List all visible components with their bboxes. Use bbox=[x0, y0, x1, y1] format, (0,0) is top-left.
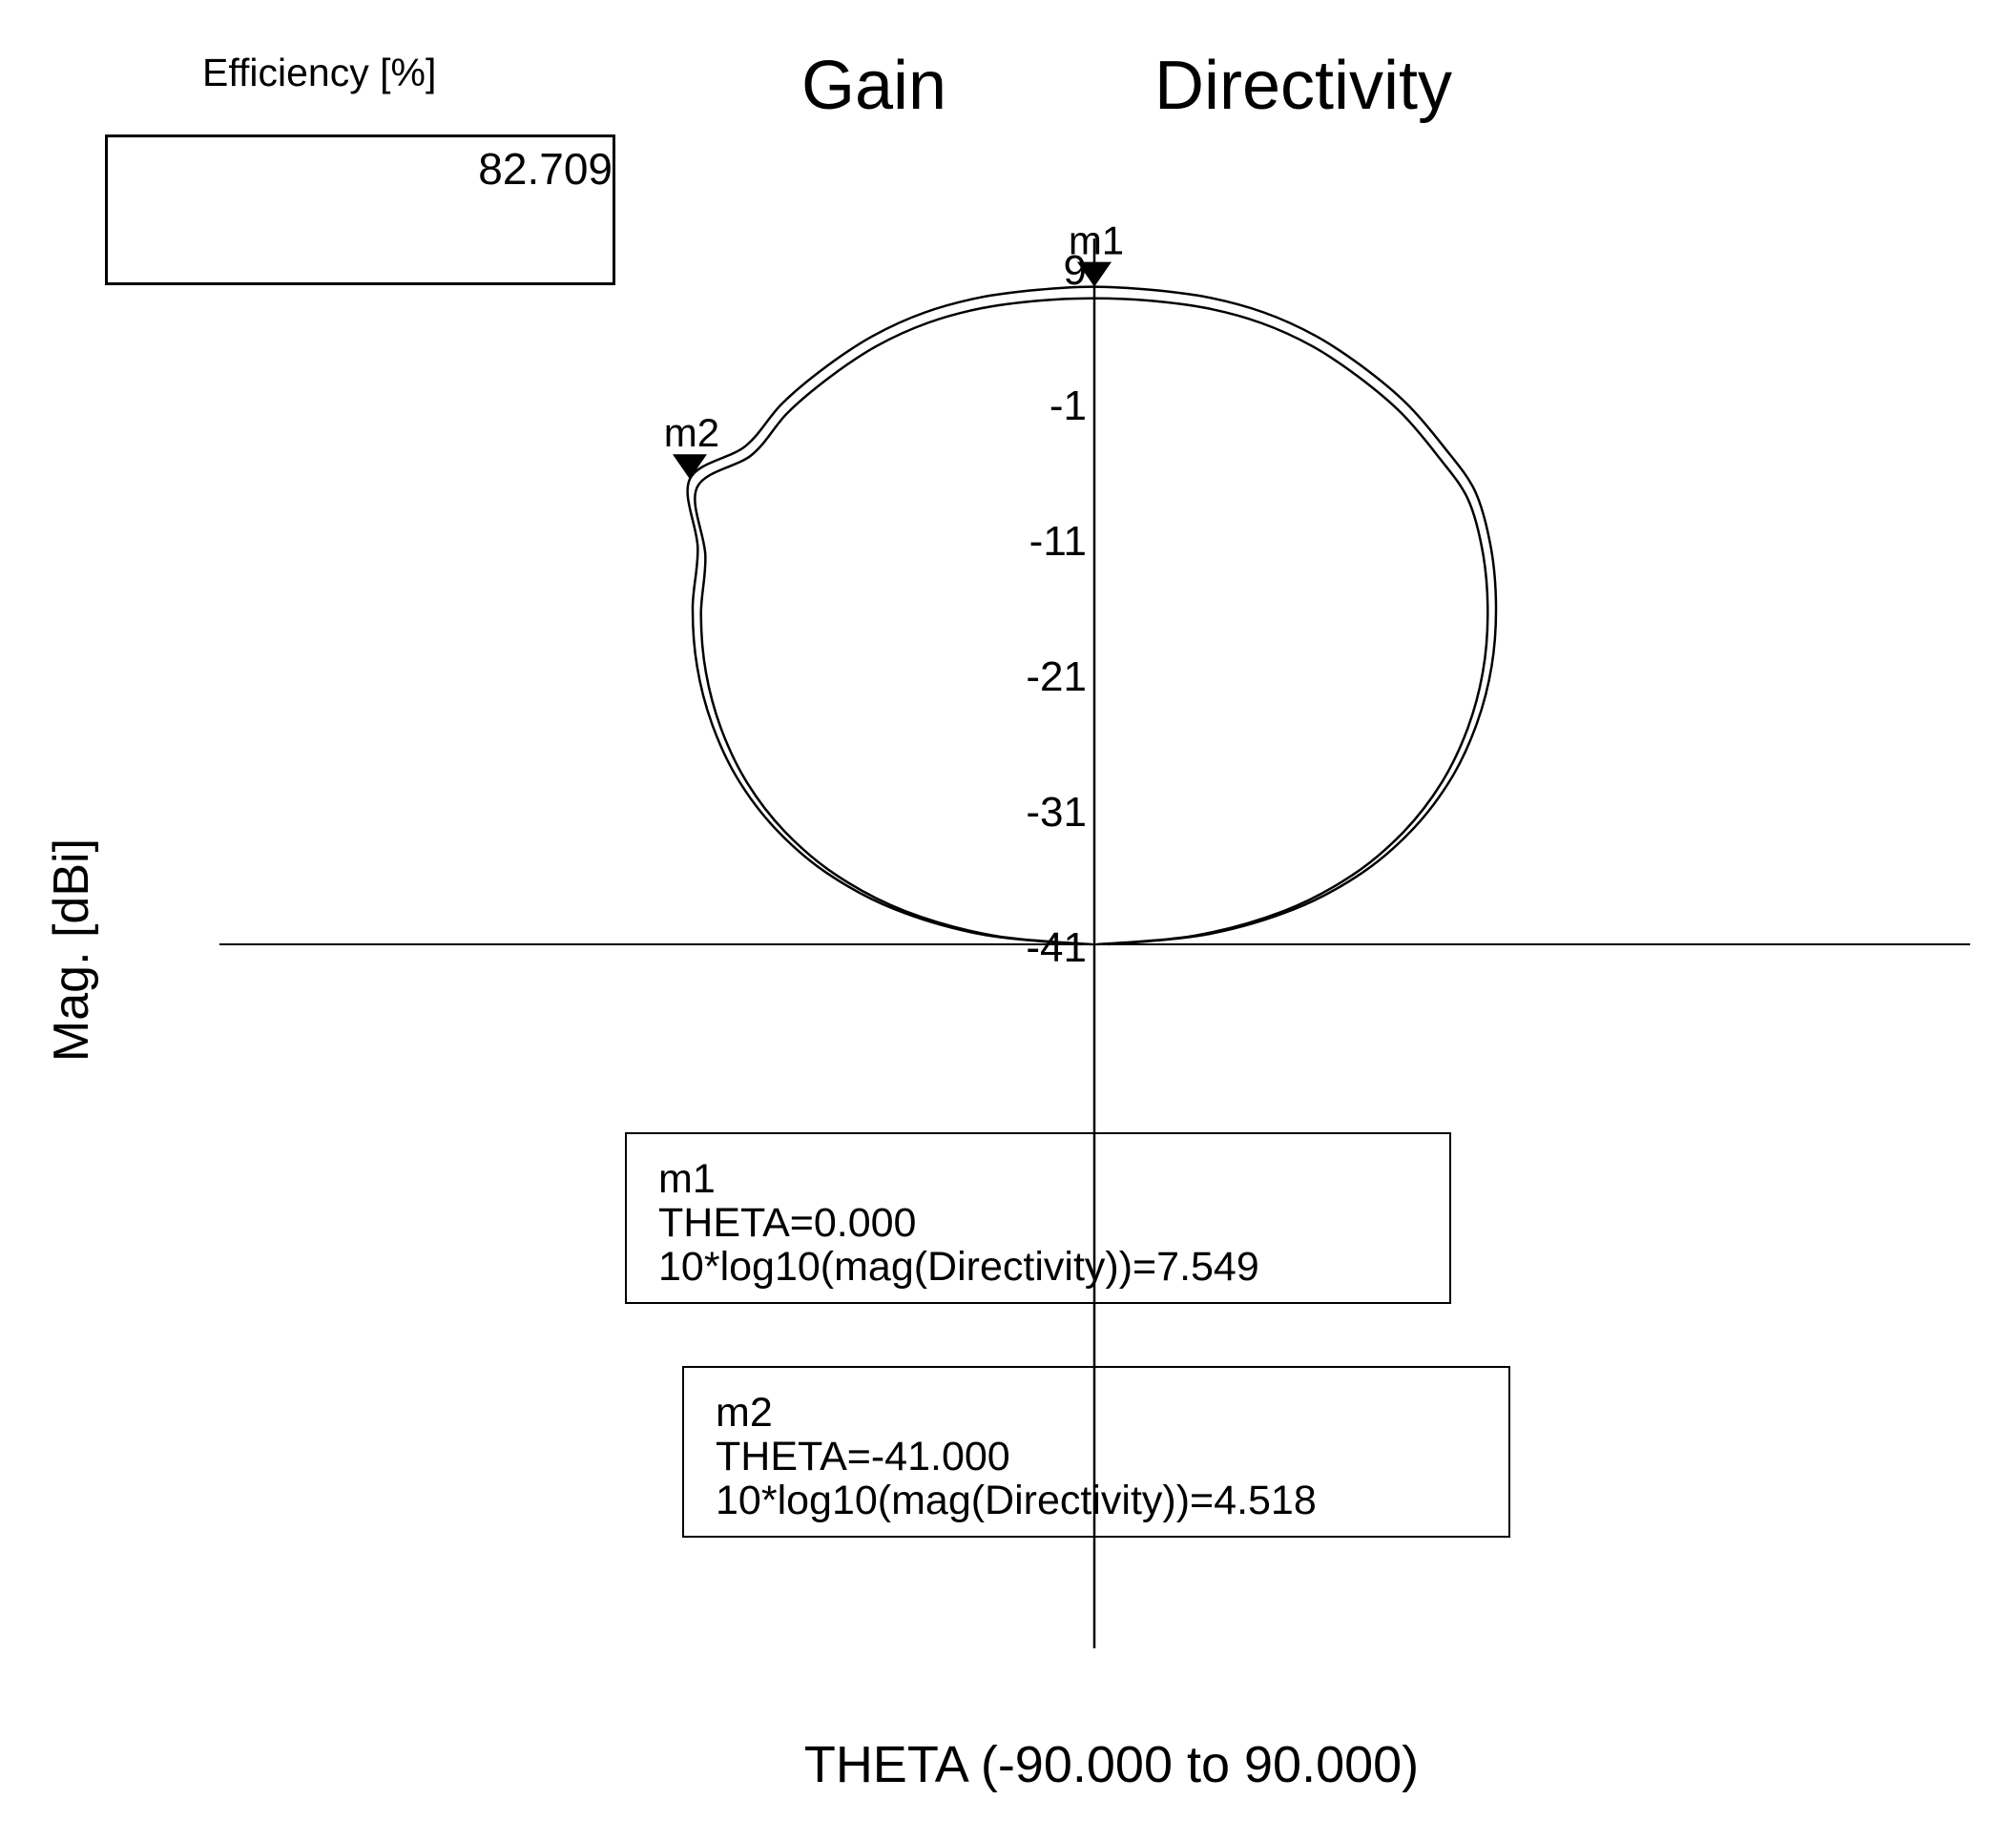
marker-m1-name: m1 bbox=[658, 1156, 716, 1202]
marker-m1-readout: m1 THETA=0.000 10*log10(mag(Directivity)… bbox=[625, 1132, 1451, 1304]
plot-traces bbox=[686, 285, 1498, 946]
marker-m2-value: 10*log10(mag(Directivity))=4.518 bbox=[716, 1478, 1317, 1523]
radial-tick-3: -21 bbox=[1026, 653, 1087, 700]
trace-gain bbox=[694, 297, 1489, 946]
title-directivity: Directivity bbox=[1154, 48, 1453, 124]
efficiency-label: Efficiency [%] bbox=[202, 51, 437, 94]
efficiency-box: 82.709 bbox=[105, 134, 615, 285]
efficiency-value: 82.709 bbox=[478, 144, 613, 194]
trace-directivity bbox=[686, 285, 1498, 946]
marker-m1-triangle bbox=[1077, 261, 1112, 287]
marker-m2-name: m2 bbox=[716, 1390, 773, 1436]
marker-m2-theta: THETA=-41.000 bbox=[716, 1434, 1010, 1479]
marker-m1-value: 10*log10(mag(Directivity))=7.549 bbox=[658, 1244, 1259, 1290]
marker-m1-label: m1 bbox=[1069, 218, 1124, 263]
radial-tick-4: -31 bbox=[1026, 789, 1087, 836]
radial-tick-1: -1 bbox=[1050, 383, 1087, 429]
plot-markers: m1 m2 bbox=[664, 218, 1124, 480]
title-gain: Gain bbox=[801, 48, 947, 124]
radial-tick-2: -11 bbox=[1029, 518, 1087, 565]
radial-tick-5: -41 bbox=[1026, 924, 1087, 971]
plot-axes bbox=[219, 238, 1970, 1648]
marker-m2-readout: m2 THETA=-41.000 10*log10(mag(Directivit… bbox=[682, 1366, 1510, 1538]
marker-m1-theta: THETA=0.000 bbox=[658, 1200, 917, 1246]
x-axis-label: THETA (-90.000 to 90.000) bbox=[803, 1736, 1420, 1793]
radial-tick-labels: 9-1-11-21-31-41 bbox=[1026, 247, 1087, 971]
marker-m2-label: m2 bbox=[664, 410, 719, 455]
marker-m2-triangle bbox=[672, 454, 707, 480]
